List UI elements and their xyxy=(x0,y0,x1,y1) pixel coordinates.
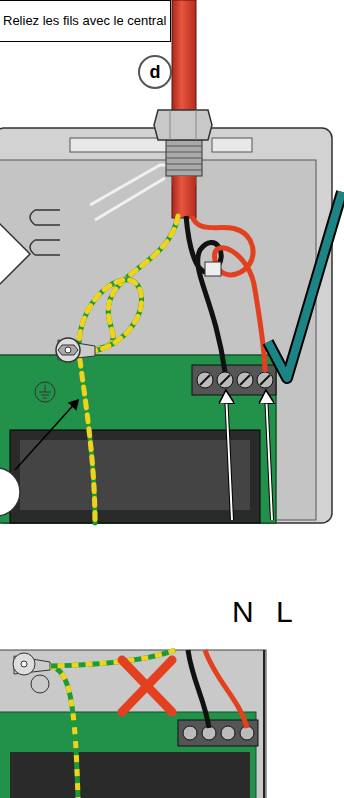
callout-circle xyxy=(0,468,20,516)
earth-terminal xyxy=(35,338,95,402)
node-text: Reliez les fils avec le central xyxy=(3,13,166,29)
wrong-example xyxy=(0,650,266,798)
neutral-wire xyxy=(186,216,225,372)
terminal-name: N xyxy=(232,596,254,628)
leader-line xyxy=(15,400,78,470)
pointer-arrows xyxy=(226,392,272,520)
note-box: Reliez les fils avec le central xyxy=(0,0,171,42)
circuit-board xyxy=(0,355,276,523)
node-text: d xyxy=(150,62,161,83)
check-mark xyxy=(268,192,342,378)
cable-tie xyxy=(205,262,221,276)
terminal-name: L xyxy=(276,596,293,628)
callout-arrow xyxy=(0,222,30,286)
housing xyxy=(0,128,332,523)
cable-gland xyxy=(154,110,212,186)
cross-mark xyxy=(122,660,172,712)
callout-number: d xyxy=(138,55,172,89)
live-wire xyxy=(192,216,265,372)
cable-sheath xyxy=(172,0,196,218)
earth-wire xyxy=(75,216,178,523)
